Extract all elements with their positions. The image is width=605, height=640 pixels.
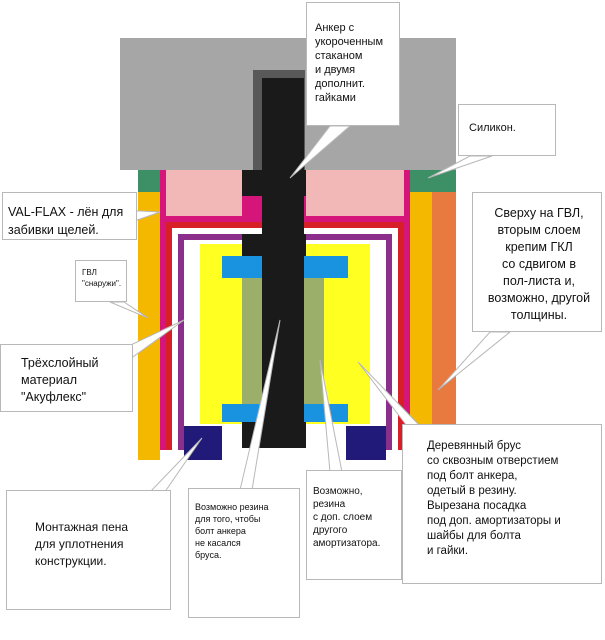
pointer-gkl bbox=[437, 331, 512, 391]
washer-top-left bbox=[222, 256, 264, 278]
foam-right bbox=[346, 426, 386, 460]
label-valflax-text: VAL-FLAX - лён для забивки щелей. bbox=[8, 205, 124, 237]
label-gvl-outside-text: ГВЛ "снаружи". bbox=[82, 268, 122, 288]
washer-bottom-left bbox=[222, 404, 264, 422]
label-silicone-text: Силикон. bbox=[469, 122, 516, 134]
pointer-anchor bbox=[289, 125, 352, 179]
label-gvl-outside: ГВЛ "снаружи". bbox=[75, 260, 127, 302]
label-rubber-bolt: Возможно резина для того, чтобы болт анк… bbox=[188, 488, 300, 618]
label-silicone: Силикон. bbox=[458, 104, 556, 156]
label-mounting-foam-text: Монтажная пена для уплотнения конструкци… bbox=[35, 520, 129, 568]
label-wood-beam-text: Деревянный брус со сквозным отверстием п… bbox=[427, 440, 561, 557]
label-gkl: Сверху на ГВЛ, вторым слоем крепим ГКЛ с… bbox=[472, 192, 602, 332]
gvl-left-column bbox=[138, 192, 160, 460]
label-anchor-text: Анкер с укороченным стаканом и двумя доп… bbox=[315, 22, 384, 104]
label-rubber-bolt-text: Возможно резина для того, чтобы болт анк… bbox=[195, 502, 269, 560]
label-rubber-extra-text: Возможно, резина с доп. слоем другого ам… bbox=[313, 486, 381, 549]
label-rubber-extra: Возможно, резина с доп. слоем другого ам… bbox=[306, 470, 402, 580]
label-wood-beam: Деревянный брус со сквозным отверстием п… bbox=[402, 424, 602, 584]
rubber-sleeve-right bbox=[302, 278, 324, 406]
valflax-left bbox=[166, 170, 242, 216]
pointer-gvl bbox=[109, 301, 149, 319]
label-gkl-text: Сверху на ГВЛ, вторым слоем крепим ГКЛ с… bbox=[487, 206, 591, 322]
washer-top-right bbox=[304, 256, 348, 278]
valflax-right bbox=[306, 170, 404, 216]
gvl-right-column bbox=[410, 192, 432, 460]
label-anchor: Анкер с укороченным стаканом и двумя доп… bbox=[306, 2, 400, 126]
label-mounting-foam: Монтажная пена для уплотнения конструкци… bbox=[6, 490, 171, 610]
pointer-silicone bbox=[427, 155, 493, 179]
label-akuflex-text: Трёхслойный материал "Акуфлекс" bbox=[21, 356, 99, 404]
anchor-nut-top bbox=[242, 170, 306, 196]
silicone-left bbox=[138, 170, 166, 192]
silicone-right bbox=[410, 170, 456, 192]
gkl-right-column bbox=[432, 192, 456, 460]
label-akuflex: Трёхслойный материал "Акуфлекс" bbox=[0, 344, 133, 412]
anchor-nut-lower bbox=[242, 234, 306, 256]
label-valflax: VAL-FLAX - лён для забивки щелей. bbox=[2, 192, 137, 240]
rubber-sleeve-left bbox=[242, 278, 262, 406]
